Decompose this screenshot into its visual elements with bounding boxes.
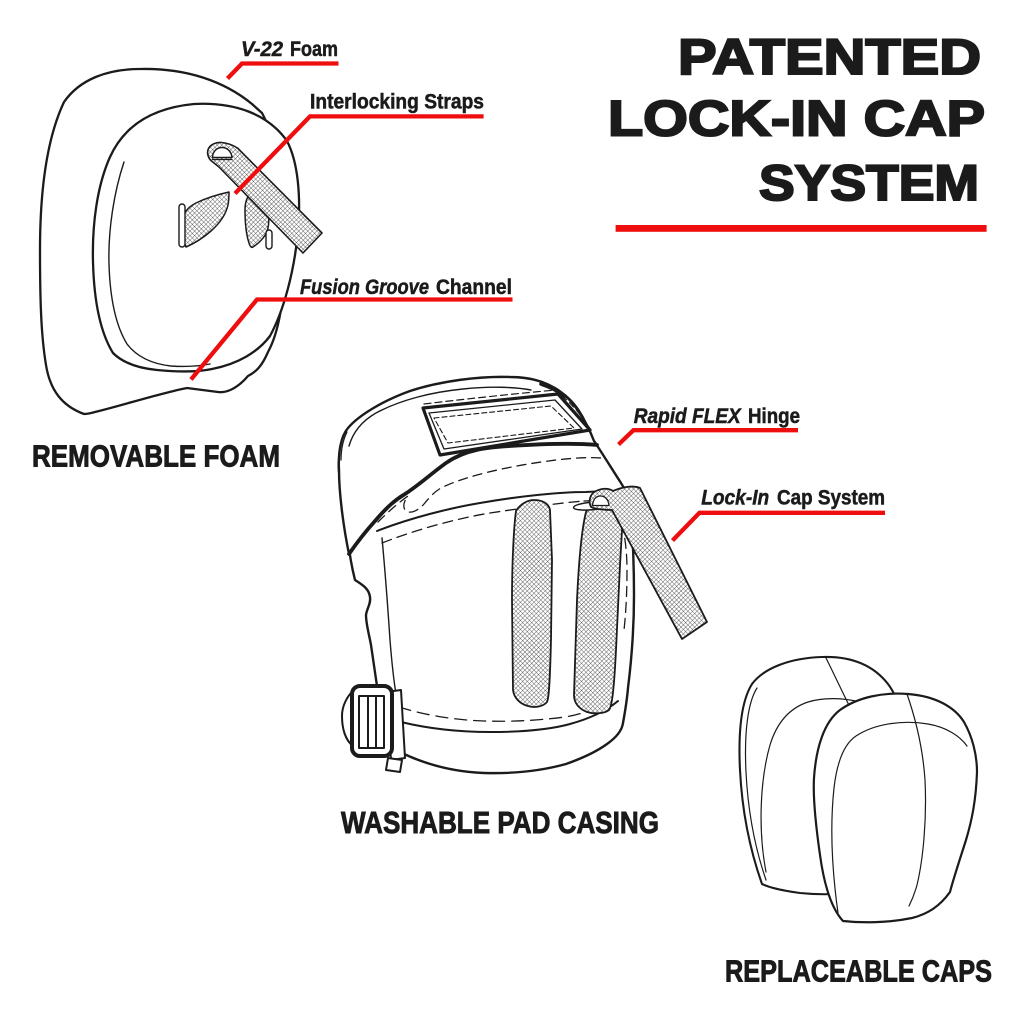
- svg-text:SYSTEM: SYSTEM: [759, 155, 979, 211]
- svg-text:Rapid FLEX: Rapid FLEX: [634, 405, 743, 428]
- svg-text:Channel: Channel: [436, 276, 512, 299]
- svg-text:WASHABLE PAD CASING: WASHABLE PAD CASING: [341, 805, 659, 840]
- svg-text:Interlocking Straps: Interlocking Straps: [310, 91, 484, 114]
- svg-text:REMOVABLE FOAM: REMOVABLE FOAM: [32, 439, 280, 474]
- svg-text:Hinge: Hinge: [748, 405, 800, 428]
- svg-text:REPLACEABLE CAPS: REPLACEABLE CAPS: [725, 954, 992, 989]
- svg-text:Foam: Foam: [290, 38, 338, 61]
- svg-text:Fusion Groove: Fusion Groove: [300, 276, 429, 299]
- svg-text:PATENTED: PATENTED: [678, 29, 981, 85]
- svg-text:Cap System: Cap System: [777, 487, 885, 510]
- svg-text:V-22: V-22: [241, 38, 283, 61]
- svg-text:Lock-In: Lock-In: [701, 487, 769, 510]
- svg-text:LOCK-IN CAP: LOCK-IN CAP: [608, 91, 985, 147]
